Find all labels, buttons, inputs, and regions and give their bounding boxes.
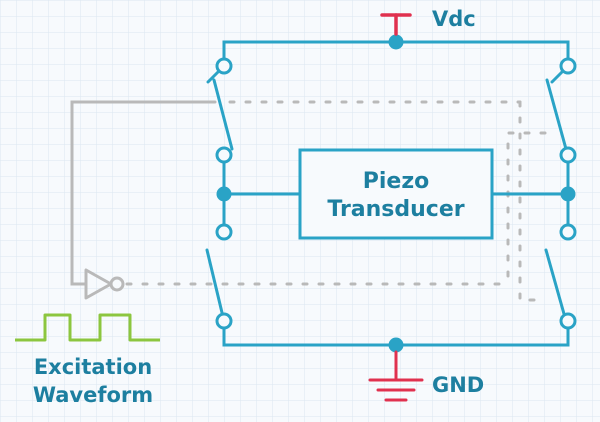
junction-dot	[560, 186, 576, 202]
control-dashed-right-outer	[518, 100, 547, 302]
piezo-transducer-box	[298, 148, 494, 240]
spst-switch-icon	[205, 248, 226, 323]
contact-terminal	[559, 146, 577, 164]
contact-terminal	[215, 57, 233, 75]
supply-label: Vdc	[432, 7, 476, 31]
control-dashed-right-inner	[506, 131, 547, 286]
contact-terminal	[559, 57, 577, 75]
contact-terminal	[215, 146, 233, 164]
contact-terminal	[559, 312, 577, 330]
junctions	[216, 34, 576, 353]
junction-dot	[388, 337, 404, 353]
control-wiring	[70, 100, 547, 302]
transducer-label-line2: Transducer	[327, 197, 464, 222]
junction-dot	[216, 186, 232, 202]
waveform-label-line2: Waveform	[33, 383, 153, 407]
transducer-label-line1: Piezo	[363, 169, 430, 194]
ground-icon	[368, 350, 424, 402]
contact-terminal	[559, 223, 577, 241]
waveform-label-line1: Excitation	[34, 355, 152, 379]
ground-label: GND	[432, 373, 484, 397]
spst-switch-icon	[544, 248, 568, 323]
junction-dot	[388, 34, 404, 50]
square-wave-icon	[15, 313, 160, 342]
control-wire-solid	[70, 100, 217, 286]
switch-contacts	[215, 57, 577, 330]
not-gate-icon	[84, 268, 125, 300]
power-rail-t-icon	[380, 13, 412, 36]
contact-terminal	[215, 223, 233, 241]
contact-terminal	[215, 312, 233, 330]
